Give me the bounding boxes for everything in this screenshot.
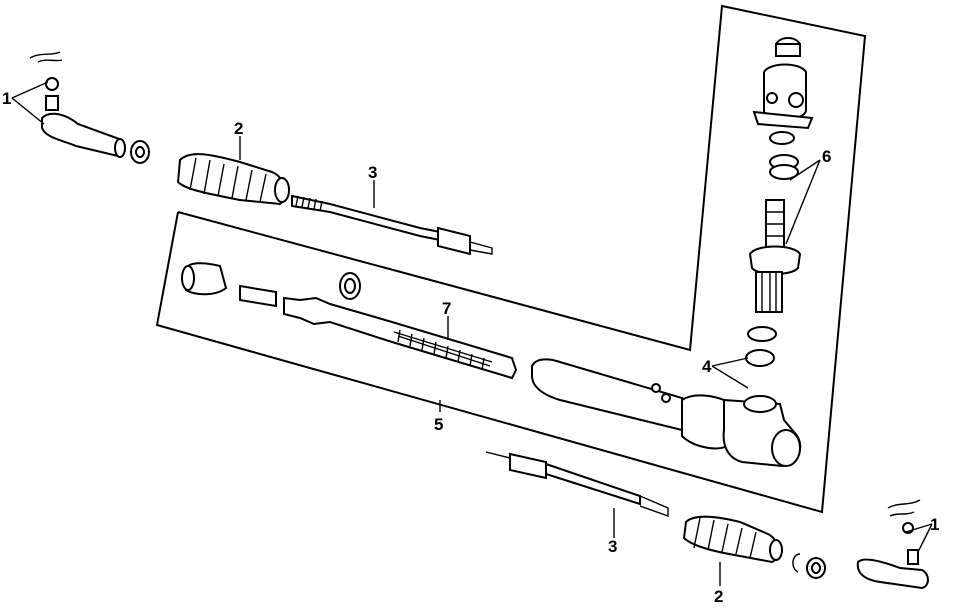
boot-left xyxy=(176,153,290,206)
seal-upper xyxy=(769,131,795,145)
sleeve xyxy=(239,284,277,308)
callout-inner-tie-rod-upper: 3 xyxy=(368,163,377,182)
inner-tie-rod-upper xyxy=(291,194,493,256)
callout-pinion-kit: 6 xyxy=(822,147,831,166)
seal-lower xyxy=(745,326,777,367)
bushing xyxy=(181,262,228,296)
callout-rack: 7 xyxy=(442,299,451,318)
seal-rings xyxy=(769,154,799,180)
tie-rod-end-nut-right xyxy=(806,557,826,579)
tie-rod-end-nut-left xyxy=(130,140,150,164)
o-ring xyxy=(339,272,361,300)
clip-right xyxy=(792,553,801,573)
tie-rod-end-right xyxy=(856,499,929,590)
tie-rod-end-left xyxy=(29,51,126,158)
rack-assembly-frame xyxy=(155,4,867,514)
callout-boot-right: 2 xyxy=(714,587,723,606)
callout-inner-tie-rod-lower: 3 xyxy=(608,537,617,556)
callout-rack-assembly: 5 xyxy=(434,415,443,434)
boot-right xyxy=(682,515,783,564)
inner-tie-rod-lower xyxy=(485,451,669,517)
pinion-cap xyxy=(775,37,801,57)
rack-housing xyxy=(531,358,802,468)
pinion-shaft xyxy=(748,199,802,313)
callout-seals: 4 xyxy=(702,357,712,376)
callout-tie-rod-end-right: 1 xyxy=(930,515,939,534)
valve-housing xyxy=(752,63,814,130)
callout-tie-rod-end-left: 1 xyxy=(2,89,11,108)
callout-boot-left: 2 xyxy=(234,119,243,138)
leader-lines xyxy=(11,81,933,586)
rack xyxy=(283,296,518,380)
